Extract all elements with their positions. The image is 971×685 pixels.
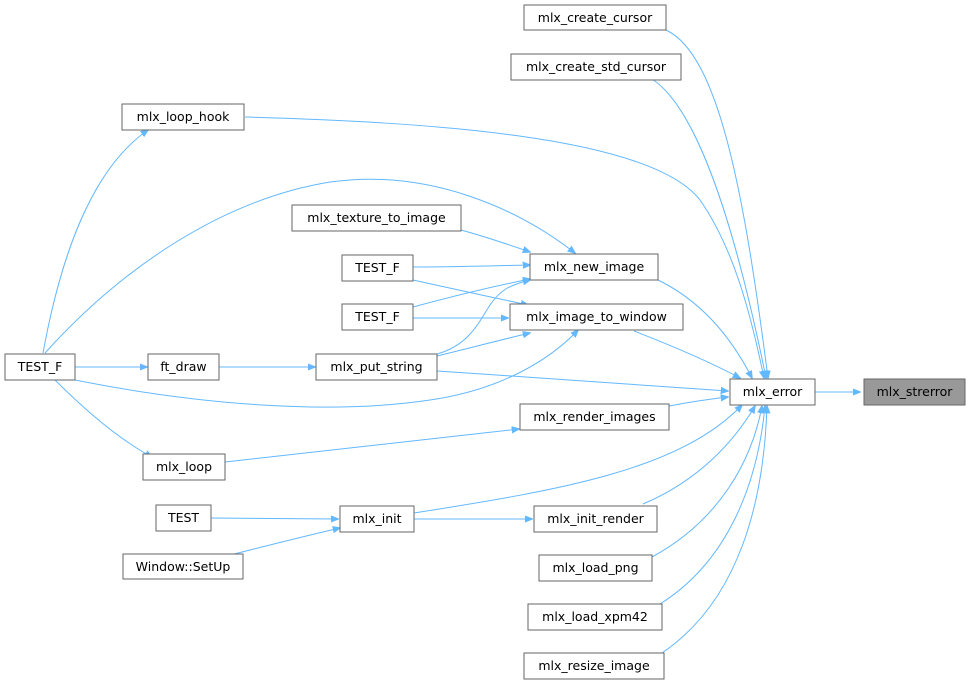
- edge-mlx-init-to-mlx-error: [413, 405, 742, 514]
- nodes: mlx_strerror mlx_error mlx_create_cursor…: [4, 4, 966, 680]
- node-mlx-render-images[interactable]: mlx_render_images: [519, 403, 670, 431]
- node-window-setup[interactable]: Window::SetUp: [122, 553, 244, 580]
- node-label: mlx_create_std_cursor: [526, 59, 667, 74]
- node-label: mlx_loop: [156, 459, 212, 474]
- node-mlx-new-image[interactable]: mlx_new_image: [529, 253, 659, 281]
- node-label: mlx_strerror: [877, 384, 954, 399]
- node-mlx-error[interactable]: mlx_error: [729, 378, 816, 406]
- edges: [42, 29, 860, 654]
- node-test-f-1[interactable]: TEST_F: [341, 254, 414, 282]
- node-test[interactable]: TEST: [155, 504, 212, 532]
- node-mlx-loop[interactable]: mlx_loop: [142, 453, 226, 481]
- node-mlx-texture-to-image[interactable]: mlx_texture_to_image: [291, 204, 462, 232]
- edge-mlx-init-render-to-mlx-error: [642, 406, 755, 505]
- node-label: ft_draw: [160, 359, 206, 374]
- node-label: mlx_init: [352, 511, 401, 526]
- node-label: mlx_create_cursor: [538, 10, 653, 25]
- node-ft-draw[interactable]: ft_draw: [147, 353, 220, 381]
- edge-test-f-1-to-mlx-image-to-window: [412, 279, 528, 305]
- node-mlx-load-png[interactable]: mlx_load_png: [538, 554, 653, 582]
- node-label: mlx_render_images: [533, 409, 655, 424]
- node-label: mlx_new_image: [544, 259, 645, 274]
- node-label: mlx_resize_image: [538, 658, 650, 673]
- node-mlx-strerror[interactable]: mlx_strerror: [863, 378, 966, 406]
- edge-mlx-new-image-to-mlx-error: [655, 278, 752, 378]
- edge-mlx-put-string-to-mlx-error: [436, 370, 728, 391]
- edge-mlx-create-cursor-to-mlx-error: [665, 29, 768, 378]
- edge-mlx-resize-image-to-mlx-error: [661, 406, 767, 654]
- node-label: mlx_init_render: [547, 511, 644, 526]
- node-label: mlx_loop_hook: [137, 109, 230, 124]
- edge-mlx-put-string-to-mlx-image-to-window: [436, 333, 530, 357]
- edge-window-setup-to-mlx-init: [229, 528, 340, 556]
- edge-test-f-main-to-mlx-image-to-window: [74, 330, 578, 408]
- edge-mlx-image-to-window-to-mlx-error: [633, 330, 740, 378]
- node-label: TEST_F: [354, 309, 400, 324]
- node-mlx-init[interactable]: mlx_init: [339, 505, 415, 533]
- node-label: mlx_error: [743, 384, 803, 399]
- edge-test-f-main-to-mlx-loop: [54, 379, 152, 457]
- node-mlx-resize-image[interactable]: mlx_resize_image: [523, 652, 665, 680]
- edge-test-to-mlx-init: [210, 518, 338, 519]
- edge-mlx-loop-hook-to-mlx-error: [244, 116, 764, 378]
- node-label: mlx_texture_to_image: [307, 210, 446, 225]
- node-label: TEST: [167, 510, 199, 525]
- node-mlx-image-to-window[interactable]: mlx_image_to_window: [509, 303, 684, 331]
- edge-mlx-create-std-cursor-to-mlx-error: [651, 78, 766, 378]
- edge-test-f-main-to-mlx-loop-hook: [42, 130, 148, 354]
- edge-mlx-load-png-to-mlx-error: [651, 406, 762, 558]
- edge-mlx-texture-to-image-to-mlx-new-image: [460, 229, 530, 252]
- node-mlx-create-std-cursor[interactable]: mlx_create_std_cursor: [510, 53, 682, 81]
- edge-mlx-render-images-to-mlx-error: [668, 397, 728, 407]
- edge-test-f-main-to-mlx-new-image: [44, 178, 575, 354]
- edge-mlx-put-string-to-mlx-new-image: [436, 280, 530, 355]
- node-label: Window::SetUp: [136, 559, 231, 574]
- node-label: mlx_load_png: [552, 560, 638, 575]
- node-label: TEST_F: [354, 260, 400, 275]
- node-test-f-main[interactable]: TEST_F: [4, 353, 76, 381]
- node-label: mlx_image_to_window: [526, 309, 667, 324]
- edge-test-f-1-to-mlx-new-image: [412, 265, 530, 267]
- edge-mlx-load-xpm42-to-mlx-error: [659, 406, 765, 605]
- node-label: mlx_put_string: [330, 359, 422, 374]
- node-label: TEST_F: [17, 359, 63, 374]
- node-mlx-init-render[interactable]: mlx_init_render: [533, 505, 658, 533]
- node-mlx-loop-hook[interactable]: mlx_loop_hook: [121, 103, 245, 131]
- node-mlx-create-cursor[interactable]: mlx_create_cursor: [523, 4, 667, 31]
- node-mlx-put-string[interactable]: mlx_put_string: [315, 353, 438, 381]
- node-mlx-load-xpm42[interactable]: mlx_load_xpm42: [527, 603, 663, 631]
- node-label: mlx_load_xpm42: [542, 609, 648, 624]
- edge-mlx-loop-to-mlx-render-images: [224, 429, 519, 463]
- node-test-f-2[interactable]: TEST_F: [341, 303, 414, 331]
